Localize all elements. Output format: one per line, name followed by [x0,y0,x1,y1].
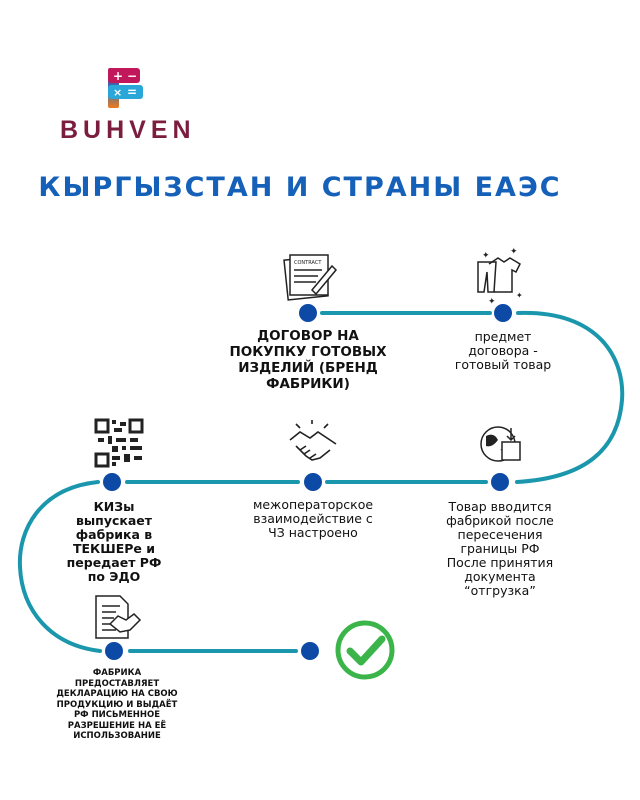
document-handshake-icon [95,595,142,639]
step-dot [304,473,322,491]
connector-curve-left [17,480,102,653]
svg-text:×: × [113,86,122,99]
svg-text:✦: ✦ [488,297,496,307]
step-label: ДОГОВОР НА ПОКУПКУ ГОТОВЫХ ИЗДЕЛИЙ (БРЕН… [229,328,387,392]
page-title: КЫРГЫЗСТАН И СТРАНЫ ЕАЭС [38,172,562,203]
step-label: ФАБРИКА ПРЕДОСТАВЛЯЕТ ДЕКЛАРАЦИЮ НА СВОЮ… [56,668,178,741]
contract-icon: CONTRACT [283,254,338,301]
step-dot [105,642,123,660]
step-dot [494,304,512,322]
svg-text:CONTRACT: CONTRACT [294,260,322,266]
step-label: Товар вводится фабрикой после пересечени… [446,499,554,598]
check-circle-icon [335,620,395,680]
step-label: КИЗы выпускает фабрика в ТЕКШЕРе и перед… [66,499,162,584]
step-dot [491,473,509,491]
brand-name: BUHVEN [60,116,196,144]
svg-text:=: = [127,85,137,99]
buhven-logo-icon: + − × = [108,68,143,108]
step-dot [103,473,121,491]
svg-text:✦: ✦ [516,291,523,300]
svg-text:✦: ✦ [482,251,490,261]
step-label: предмет договора - готовый товар [454,329,552,372]
globe-box-icon [480,426,521,462]
step-label: межоператорское взаимодействие с ЧЗ наст… [252,497,374,540]
svg-text:+: + [113,69,123,83]
connector-curve-right [515,310,625,484]
svg-text:✦: ✦ [510,247,518,257]
clothes-icon: ✦ ✦ ✦ ✦ [477,247,523,307]
qr-code-icon [94,418,144,468]
step-dot [301,642,319,660]
svg-text:−: − [127,69,137,83]
step-dot [299,304,317,322]
handshake-icon [289,420,337,461]
